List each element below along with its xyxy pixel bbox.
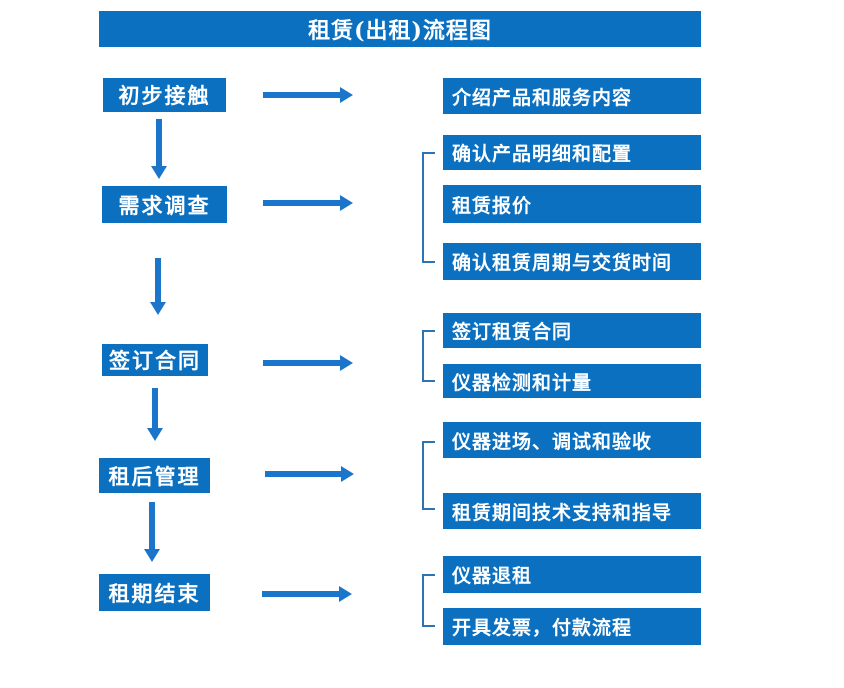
- down-arrow-icon-3: [147, 388, 163, 441]
- group-bracket-icon-sign-contract: [422, 330, 435, 382]
- stage-box-sign-contract: 签订合同: [102, 344, 208, 376]
- output-box-instrument-setup-acceptance: 仪器进场、调试和验收: [443, 422, 701, 458]
- output-box-sign-lease-contract: 签订租赁合同: [443, 313, 701, 348]
- group-bracket-icon-demand-survey: [422, 152, 435, 263]
- right-arrow-icon-3: [263, 355, 353, 371]
- output-box-rental-quote: 租赁报价: [443, 185, 701, 223]
- output-box-invoice-payment: 开具发票，付款流程: [443, 608, 701, 645]
- output-box-tech-support: 租赁期间技术支持和指导: [443, 493, 701, 529]
- stage-box-post-rental-management: 租后管理: [99, 458, 210, 493]
- flowchart-title: 租赁(出租)流程图: [99, 11, 701, 47]
- group-bracket-icon-post-rental: [422, 441, 435, 510]
- right-arrow-icon-2: [263, 195, 353, 211]
- down-arrow-icon-1: [151, 119, 167, 179]
- output-box-instrument-return: 仪器退租: [443, 556, 701, 593]
- output-box-instrument-inspection: 仪器检测和计量: [443, 364, 701, 398]
- down-arrow-icon-2: [150, 258, 166, 315]
- output-box-confirm-period-delivery: 确认租赁周期与交货时间: [443, 243, 701, 280]
- right-arrow-icon-5: [262, 586, 352, 602]
- group-bracket-icon-rental-end: [422, 574, 435, 627]
- down-arrow-icon-4: [144, 502, 160, 562]
- stage-box-initial-contact: 初步接触: [103, 78, 226, 112]
- stage-box-demand-survey: 需求调查: [102, 186, 227, 223]
- output-box-confirm-product-details: 确认产品明细和配置: [443, 135, 701, 170]
- right-arrow-icon-1: [263, 87, 353, 103]
- right-arrow-icon-4: [265, 466, 354, 482]
- stage-box-rental-end: 租期结束: [99, 574, 210, 611]
- output-box-introduce-products: 介绍产品和服务内容: [443, 78, 701, 114]
